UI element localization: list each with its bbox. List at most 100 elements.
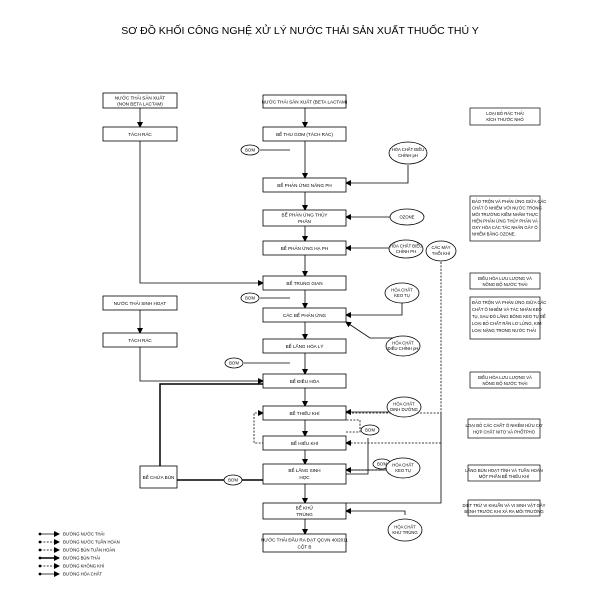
note-4: ĐẢO TRỘN VÀ PHẢN ỨNG GIỮA CÁC CHẤT Ô NHI… [469, 296, 546, 340]
svg-text:HỢP CHẤT NITƠ VÀ PHỐTPHO: HỢP CHẤT NITƠ VÀ PHỐTPHO [473, 430, 536, 435]
svg-text:NHIỄM BẰNG OZONE.: NHIỄM BẰNG OZONE. [472, 232, 516, 237]
legend-item-air: ĐƯỜNG KHÔNG KHÍ [38, 563, 105, 569]
svg-text:HÓA CHẤT: HÓA CHẤT [391, 288, 413, 293]
box-hydrolysis: BỂ PHẢN ỨNG THỦY PHÂN [262, 209, 347, 227]
note-3: ĐIỀU HÒA LƯU LƯỢNG VÀ NỒNG ĐỘ NƯỚC THẢI [469, 272, 541, 290]
box-bio-settle: BỂ LẮNG SINH HỌC [262, 463, 347, 485]
svg-text:BỂ ĐIỀU HÒA: BỂ ĐIỀU HÒA [290, 378, 321, 384]
svg-text:BƠM: BƠM [377, 462, 387, 467]
svg-text:DIỆT TRỪ VI KHUẨN VÀ VI SINH V: DIỆT TRỪ VI KHUẨN VÀ VI SINH VẬT GÂY [463, 503, 546, 508]
box-output: NƯỚC THẢI ĐẦU RA ĐẠT QCVN 40/2011 CỘT B [261, 533, 348, 553]
box-reactor: CÁC BỂ PHẢN ỨNG [262, 307, 347, 323]
box-domestic: NƯỚC THẢI SINH HOẠT [102, 295, 178, 311]
legend-item-waste-sludge: ĐƯỜNG BÙN THẢI [38, 555, 100, 561]
pump-1: BƠM [240, 144, 260, 156]
svg-text:BƠM: BƠM [365, 428, 375, 433]
flow-lines [137, 108, 442, 535]
chem-ozone: OZONE [389, 208, 425, 226]
svg-text:BỂ LẮNG SINH: BỂ LẮNG SINH [288, 466, 320, 473]
note-8: DIỆT TRỪ VI KHUẨN VÀ VI SINH VẬT GÂY BỆN… [463, 499, 546, 517]
chem-polymer: HÓA CHẤT KEO TỤ [385, 457, 421, 479]
chem-disinfect: HÓA CHẤT KHỬ TRÙNG [387, 518, 423, 542]
box-disinfection: BỂ KHỬ TRÙNG [262, 502, 347, 520]
svg-text:MÔI TRƯỜNG KIỀM NHẰM THỰC: MÔI TRƯỜNG KIỀM NHẰM THỰC [472, 212, 538, 217]
svg-text:TÁCH RÁC: TÁCH RÁC [128, 337, 152, 343]
svg-text:PHÂN: PHÂN [298, 218, 311, 224]
svg-text:NƯỚC THẢI ĐẦU RA ĐẠT QCVN 40/2: NƯỚC THẢI ĐẦU RA ĐẠT QCVN 40/2011 [261, 537, 348, 543]
svg-text:BỂ THIẾU KHÍ: BỂ THIẾU KHÍ [289, 410, 320, 416]
box-lower-ph: BỂ PHẢN ỨNG HẠ PH [262, 240, 347, 256]
svg-text:BỂ KHỬ: BỂ KHỬ [296, 505, 314, 511]
box-production: NƯỚC THẢI SẢN XUẤT (BETA LACTAM) [262, 94, 348, 109]
svg-text:HÓA CHẤT ĐIỀU: HÓA CHẤT ĐIỀU [390, 244, 423, 249]
svg-text:LOẠI BỎ CHẤT RẮN LƠ LỬNG, KIM: LOẠI BỎ CHẤT RẮN LƠ LỬNG, KIM [472, 321, 542, 326]
page-title: SƠ ĐỒ KHỐI CÔNG NGHỆ XỬ LÝ NƯỚC THẢI SẢN… [121, 23, 479, 37]
svg-text:OZONE: OZONE [400, 215, 415, 220]
svg-text:BƠM: BƠM [228, 478, 238, 483]
svg-text:NỒNG ĐỘ NƯỚC THẢI: NỒNG ĐỘ NƯỚC THẢI [482, 381, 527, 386]
svg-text:BỂ PHẢN ỨNG HẠ PH: BỂ PHẢN ỨNG HẠ PH [281, 245, 329, 251]
svg-text:CHỈNH PH: CHỈNH PH [396, 249, 416, 254]
svg-text:BỂ HIẾU KHÍ: BỂ HIẾU KHÍ [291, 440, 319, 446]
svg-text:ĐIỀU HÒA LƯU LƯỢNG VÀ: ĐIỀU HÒA LƯU LƯỢNG VÀ [478, 375, 532, 380]
svg-text:HỌC: HỌC [299, 475, 310, 480]
pump-3: BƠM [224, 357, 244, 369]
svg-text:BỂ PHẢN ỨNG NÂNG PH: BỂ PHẢN ỨNG NÂNG PH [277, 182, 331, 188]
svg-text:ĐẢO TRỘN VÀ PHẢN ỨNG GIỮA CÁC: ĐẢO TRỘN VÀ PHẢN ỨNG GIỮA CÁC [472, 199, 546, 204]
svg-text:NƯỚC THẢI SẢN XUẤT (BETA LACTA: NƯỚC THẢI SẢN XUẤT (BETA LACTAM) [262, 99, 348, 105]
svg-text:NƯỚC THẢI SẢN XUẤT: NƯỚC THẢI SẢN XUẤT [115, 95, 166, 101]
box-sludge-tank: BỂ CHỨA BÙN [139, 465, 178, 489]
svg-text:CÁC BỂ PHẢN ỨNG: CÁC BỂ PHẢN ỨNG [283, 312, 327, 318]
pump-2: BƠM [240, 292, 260, 304]
box-equalization: BỂ ĐIỀU HÒA [262, 373, 347, 389]
chem-ph-adjust: HÓA CHẤT ĐIỀU CHỈNH pH [388, 141, 428, 165]
svg-text:ĐƯỜNG HÓA CHẤT: ĐƯỜNG HÓA CHẤT [63, 572, 102, 577]
box-ph-tank: BỂ PHẢN ỨNG NÂNG PH [262, 177, 347, 193]
svg-text:CHẤT Ô NHIỄM VÀ TÁC NHÂN KEO: CHẤT Ô NHIỄM VÀ TÁC NHÂN KEO [472, 307, 542, 312]
box-aerobic: BỂ HIẾU KHÍ [262, 435, 347, 451]
svg-text:BỂ PHẢN ỨNG THỦY: BỂ PHẢN ỨNG THỦY [282, 212, 328, 218]
note-2: ĐẢO TRỘN VÀ PHẢN ỨNG GIỮA CÁC CHẤT Ô NHI… [469, 195, 546, 242]
chem-ph-adjust-2: HÓA CHẤT ĐIỀU CHỈNH PH [388, 239, 424, 259]
chem-nutrient: HÓA CHẤT DINH DƯỠNG [386, 396, 422, 418]
svg-text:LẮNG BÙN HOẠT TÍNH VÀ TUẦN HOÀ: LẮNG BÙN HOẠT TÍNH VÀ TUẦN HOÀN [465, 468, 542, 473]
svg-text:NỒNG ĐỘ NƯỚC THẢI: NỒNG ĐỘ NƯỚC THẢI [482, 282, 527, 287]
svg-text:HÓA CHẤT: HÓA CHẤT [393, 402, 415, 407]
svg-text:KEO TỤ: KEO TỤ [395, 468, 411, 473]
svg-text:BƠM: BƠM [245, 296, 255, 301]
svg-text:TỤ, SAU ĐÓ LẮNG BÔNG KEO TỤ ĐỂ: TỤ, SAU ĐÓ LẮNG BÔNG KEO TỤ ĐỂ [472, 314, 546, 319]
chem-coagulant: HÓA CHẤT KEO TỤ [384, 282, 420, 304]
svg-text:THỔI KHÍ: THỔI KHÍ [432, 251, 451, 256]
svg-text:HÓA CHẤT: HÓA CHẤT [392, 463, 414, 468]
svg-text:BƠM: BƠM [245, 148, 255, 153]
chem-air-blowers: CÁC MÁY THỔI KHÍ [425, 240, 457, 262]
svg-text:MỘT PHẦN BỂ THIẾU KHÍ: MỘT PHẦN BỂ THIẾU KHÍ [479, 474, 530, 479]
note-7: LẮNG BÙN HOẠT TÍNH VÀ TUẦN HOÀN MỘT PHẦN… [465, 464, 543, 482]
svg-text:BƠM: BƠM [229, 361, 239, 366]
svg-text:HIỆN PHẢN ỨNG THỦY PHÂN VÀ: HIỆN PHẢN ỨNG THỦY PHÂN VÀ [472, 219, 538, 224]
svg-text:TÁCH RÁC: TÁCH RÁC [128, 131, 152, 137]
svg-text:BỂ LẮNG HÓA LÝ: BỂ LẮNG HÓA LÝ [286, 342, 324, 349]
chem-ph-adjust-3: HÓA CHẤT ĐIỀU CHỈNH pH [385, 335, 421, 357]
svg-text:CHẤT Ô NHIỄM VỚI NƯỚC TRONG: CHẤT Ô NHIỄM VỚI NƯỚC TRONG [472, 206, 542, 211]
pump-6: BƠM [223, 474, 243, 486]
svg-text:HÓA CHẤT ĐIỀU: HÓA CHẤT ĐIỀU [392, 147, 425, 152]
svg-text:DINH DƯỠNG: DINH DƯỠNG [390, 407, 418, 412]
note-5: ĐIỀU HÒA LƯU LƯỢNG VÀ NỒNG ĐỘ NƯỚC THẢI [469, 371, 541, 389]
svg-text:LOẠI NẶNG TRONG NƯỚC THẢI: LOẠI NẶNG TRONG NƯỚC THẢI [472, 328, 536, 333]
note-6: LOẠI BỎ CÁC CHẤT Ô NHIỄM HỮU CƠ HỢP CHẤT… [466, 418, 543, 439]
legend-item-recirculated-water: ĐƯỜNG NƯỚC TUẦN HOÀN [38, 539, 120, 545]
svg-text:ĐIỀU CHỈNH pH: ĐIỀU CHỈNH pH [388, 346, 419, 351]
legend: ĐƯỜNG NƯỚC THẢI ĐƯỜNG NƯỚC TUẦN HOÀN ĐƯỜ… [38, 531, 120, 577]
legend-item-chemical: ĐƯỜNG HÓA CHẤT [38, 571, 102, 577]
box-screen-2: TÁCH RÁC [102, 332, 178, 348]
svg-text:BỂ CHỨA BÙN: BỂ CHỨA BÙN [143, 474, 175, 480]
svg-text:BỂ THU GOM (TÁCH RÁC): BỂ THU GOM (TÁCH RÁC) [276, 131, 333, 137]
svg-text:HÓA CHẤT: HÓA CHẤT [392, 341, 414, 346]
svg-text:KHỬ TRÙNG: KHỬ TRÙNG [392, 530, 417, 535]
svg-text:HÓA CHẤT: HÓA CHẤT [394, 525, 416, 530]
svg-text:CỘT B: CỘT B [298, 544, 312, 550]
box-intermediate: BỂ TRUNG GIAN [262, 275, 347, 291]
box-screen-tank: BỂ THU GOM (TÁCH RÁC) [262, 126, 347, 142]
